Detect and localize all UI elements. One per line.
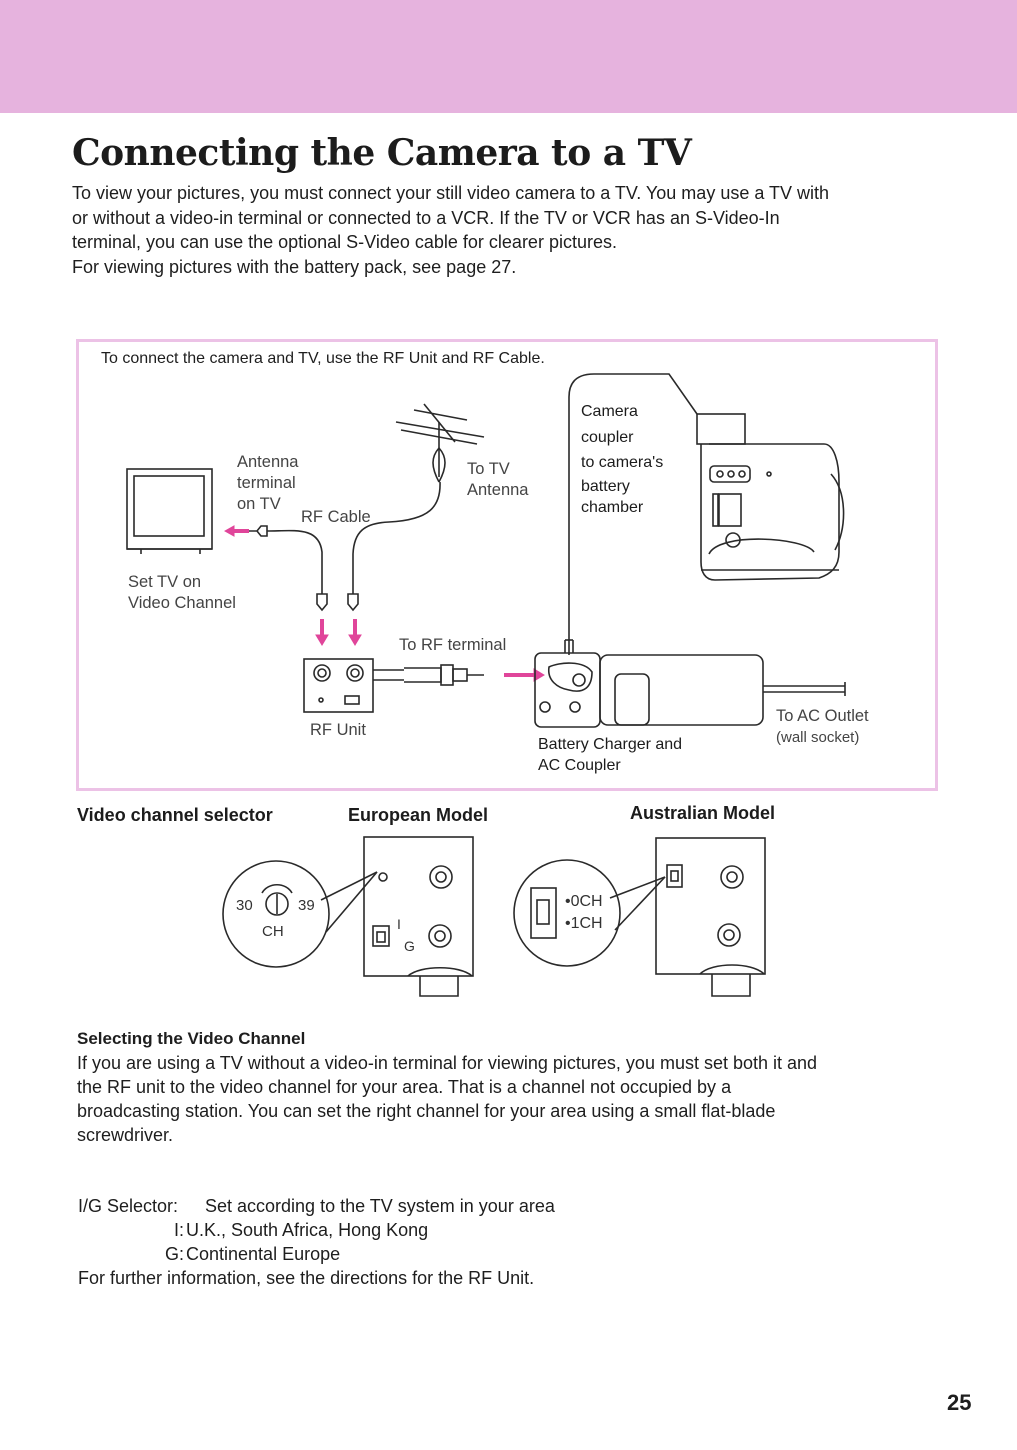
charger-line: Battery Charger and (538, 736, 683, 753)
tv-icon (126, 468, 213, 554)
battery-charger-icon (534, 639, 846, 728)
top-color-band (0, 0, 1017, 113)
connection-diagram: To connect the camera and TV, use the RF… (76, 339, 938, 791)
ac-outlet-label: To AC Outlet (wall socket) (776, 706, 869, 748)
coupler-line: chamber (581, 498, 644, 516)
arrow-icon (223, 525, 249, 537)
section-title: Selecting the Video Channel (77, 1029, 306, 1048)
tv-antenna-line: Antenna (467, 481, 529, 499)
rf-unit-label: RF Unit (310, 721, 366, 739)
camera-coupler-label: Camera coupler to camera's battery chamb… (581, 399, 663, 518)
coupler-line: battery (581, 477, 630, 495)
set-tv-line: Video Channel (128, 594, 236, 612)
connection-illustration (126, 373, 846, 728)
set-tv-label: Set TV on Video Channel (128, 572, 236, 614)
intro-text: To view your pictures, you must connect … (72, 181, 832, 279)
rf-unit-icon (303, 658, 484, 713)
section-body: If you are using a TV without a video-in… (77, 1053, 818, 1145)
ac-outlet-line: (wall socket) (776, 729, 860, 746)
antenna-terminal-line: on TV (237, 495, 281, 513)
switch-g-label: G (404, 938, 415, 954)
diagram-caption: To connect the camera and TV, use the RF… (101, 350, 545, 367)
dial-right-value: 39 (298, 897, 315, 914)
european-dial-icon (222, 860, 378, 968)
ig-g-value: Continental Europe (186, 1244, 341, 1264)
switch-1ch-label: •1CH (565, 915, 603, 932)
dial-left-value: 30 (236, 897, 253, 914)
antenna-icon (395, 403, 485, 483)
tv-antenna-label: To TV Antenna (467, 459, 528, 501)
charger-label: Battery Charger and AC Coupler (538, 734, 682, 776)
european-rf-unit-icon (363, 836, 474, 997)
ig-i-value: U.K., South Africa, Hong Kong (186, 1220, 429, 1240)
switch-i-label: I (397, 916, 401, 932)
switch-0ch-label: •0CH (565, 893, 603, 910)
set-tv-line: Set TV on (128, 573, 202, 591)
ig-g-key: G: (164, 1244, 184, 1264)
video-channel-selector-heading: Video channel selector (77, 805, 273, 825)
page-number: 25 (947, 1390, 972, 1415)
tv-antenna-line: To TV (467, 460, 510, 478)
australian-rf-unit-icon (655, 837, 766, 997)
further-info: For further information, see the directi… (78, 1268, 535, 1288)
ac-outlet-line: To AC Outlet (776, 707, 869, 725)
intro-paragraph: To view your pictures, you must connect … (72, 183, 830, 252)
coupler-line: to camera's (581, 454, 664, 471)
australian-model-heading: Australian Model (630, 803, 776, 823)
rf-terminal-label: To RF terminal (399, 636, 507, 654)
antenna-terminal-line: terminal (237, 474, 296, 492)
antenna-terminal-label: Antenna terminal on TV (237, 452, 298, 515)
camera-icon (696, 413, 845, 581)
ig-i-key: I: (173, 1220, 184, 1240)
dial-unit: CH (262, 923, 284, 940)
coupler-line: coupler (581, 428, 634, 446)
ig-description: Set according to the TV system in your a… (205, 1196, 555, 1216)
page-title: Connecting the Camera to a TV (72, 132, 692, 174)
charger-line: AC Coupler (538, 757, 621, 774)
ig-label: I/G Selector: (78, 1196, 179, 1216)
antenna-terminal-line: Antenna (237, 453, 299, 471)
intro-battery-note: For viewing pictures with the battery pa… (72, 256, 517, 277)
australian-switch-icon (513, 859, 666, 967)
european-model-heading: European Model (348, 805, 489, 825)
coupler-line: Camera (581, 403, 638, 420)
rf-cable-label: RF Cable (301, 508, 371, 526)
